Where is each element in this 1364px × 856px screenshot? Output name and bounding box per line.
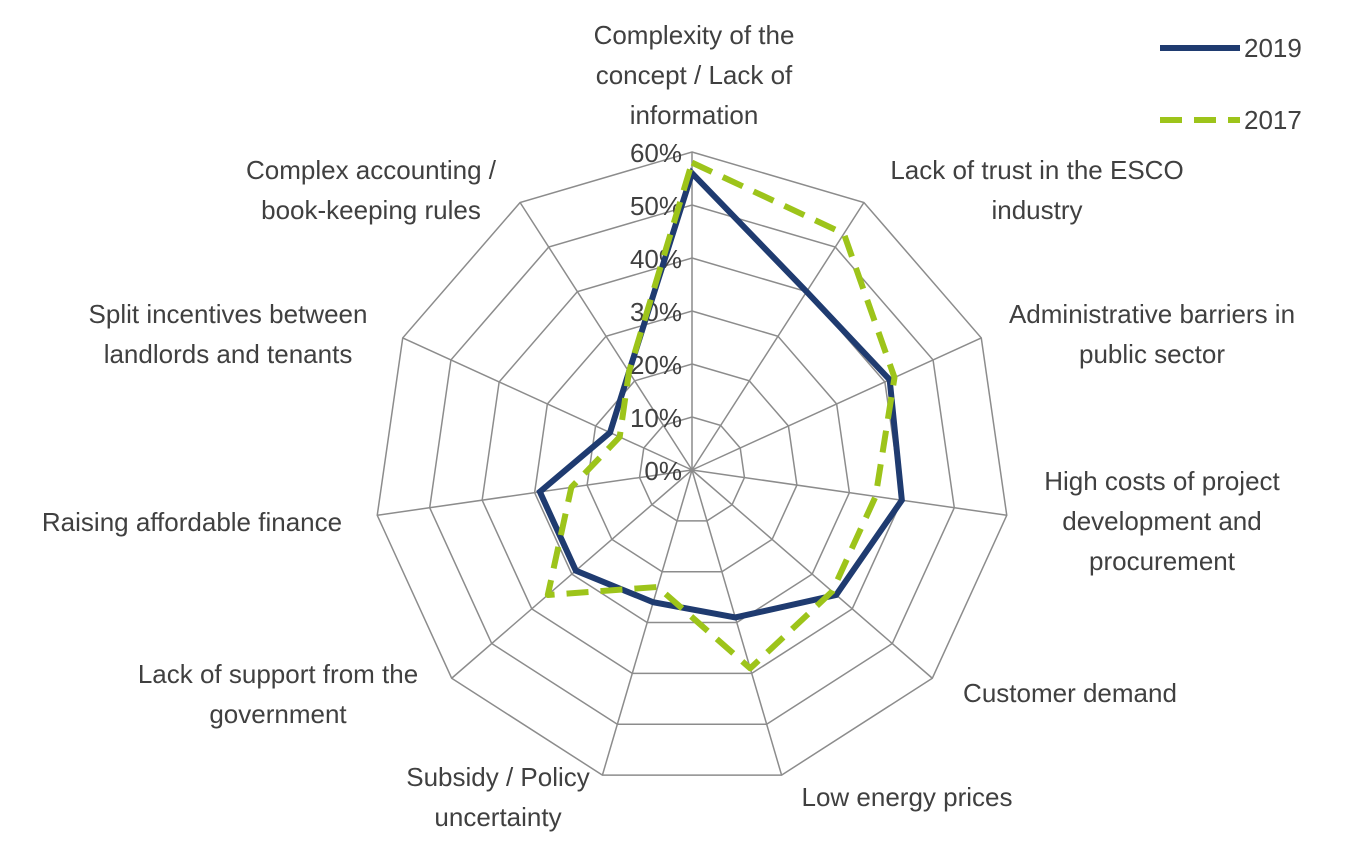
- category-label-line: procurement: [1089, 546, 1236, 576]
- category-label: Split incentives between landlords and te…: [89, 299, 368, 369]
- grid-ring: [481, 257, 903, 675]
- category-label: High costs of project development and proc…: [1044, 466, 1280, 576]
- category-label: Subsidy / Policy uncertainty: [406, 762, 590, 832]
- category-label-line: Low energy prices: [802, 782, 1013, 812]
- category-label: Lack of trust in the ESCO industry: [890, 155, 1183, 225]
- category-label-line: development and: [1062, 506, 1261, 536]
- category-label: Raising affordable finance: [42, 507, 342, 537]
- radar-grid: [376, 151, 1008, 776]
- category-label: Administrative barriers in public sector: [1009, 299, 1295, 369]
- category-label-line: landlords and tenants: [104, 339, 353, 369]
- category-label-line: Split incentives between: [89, 299, 368, 329]
- grid-spoke: [691, 469, 933, 679]
- category-label: Low energy prices: [802, 782, 1013, 812]
- series-line-2017: [544, 159, 898, 672]
- grid-spoke: [451, 469, 693, 679]
- category-label-line: government: [209, 699, 347, 729]
- grid-spoke: [691, 469, 1007, 516]
- grid-ring: [638, 416, 746, 522]
- grid-ring: [376, 151, 1008, 776]
- series-line-2019: [536, 167, 905, 621]
- category-label-line: book-keeping rules: [261, 195, 481, 225]
- tick-label: 0%: [644, 456, 682, 486]
- grid-spoke: [519, 202, 693, 471]
- category-label: Customer demand: [963, 678, 1177, 708]
- tick-label: 10%: [630, 403, 682, 433]
- grid-spoke: [377, 469, 693, 516]
- grid-spoke: [601, 469, 693, 776]
- category-label-line: Customer demand: [963, 678, 1177, 708]
- category-label-line: concept / Lack of: [596, 60, 793, 90]
- tick-label: 60%: [630, 138, 682, 168]
- tick-label: 30%: [630, 297, 682, 327]
- grid-spoke: [691, 202, 865, 471]
- category-label: Lack of support from the government: [138, 659, 418, 729]
- category-label-line: Lack of support from the: [138, 659, 418, 689]
- data-series: [536, 159, 905, 672]
- category-label-line: Subsidy / Policy: [406, 762, 590, 792]
- grid-spoke: [402, 337, 693, 471]
- legend-label: 2019: [1244, 33, 1302, 63]
- grid-ring: [533, 310, 851, 624]
- radial-tick-labels: 0%10%20%30%40%50%60%: [630, 138, 682, 486]
- category-label-line: public sector: [1079, 339, 1225, 369]
- category-label-line: Complex accounting /: [246, 155, 497, 185]
- category-labels: Complexity of the concept / Lack of inform…: [42, 20, 1295, 832]
- tick-label: 40%: [630, 244, 682, 274]
- grid-ring: [428, 204, 956, 726]
- category-label-line: Raising affordable finance: [42, 507, 342, 537]
- category-label-line: industry: [991, 195, 1082, 225]
- category-label-line: Administrative barriers in: [1009, 299, 1295, 329]
- category-label-line: High costs of project: [1044, 466, 1280, 496]
- category-label-line: uncertainty: [434, 802, 561, 832]
- grid-spoke: [691, 469, 783, 776]
- tick-label: 20%: [630, 350, 682, 380]
- category-label-line: information: [630, 100, 759, 130]
- category-label-line: Lack of trust in the ESCO: [890, 155, 1183, 185]
- category-label: Complexity of the concept / Lack of inform…: [594, 20, 795, 130]
- legend-label: 2017: [1244, 105, 1302, 135]
- grid-spoke: [691, 337, 982, 471]
- legend: 2019 2017: [1160, 33, 1302, 135]
- radar-spokes: [377, 152, 1007, 776]
- category-label: Complex accounting / book-keeping rules: [246, 155, 497, 225]
- category-label-line: Complexity of the: [594, 20, 795, 50]
- grid-ring: [586, 363, 798, 573]
